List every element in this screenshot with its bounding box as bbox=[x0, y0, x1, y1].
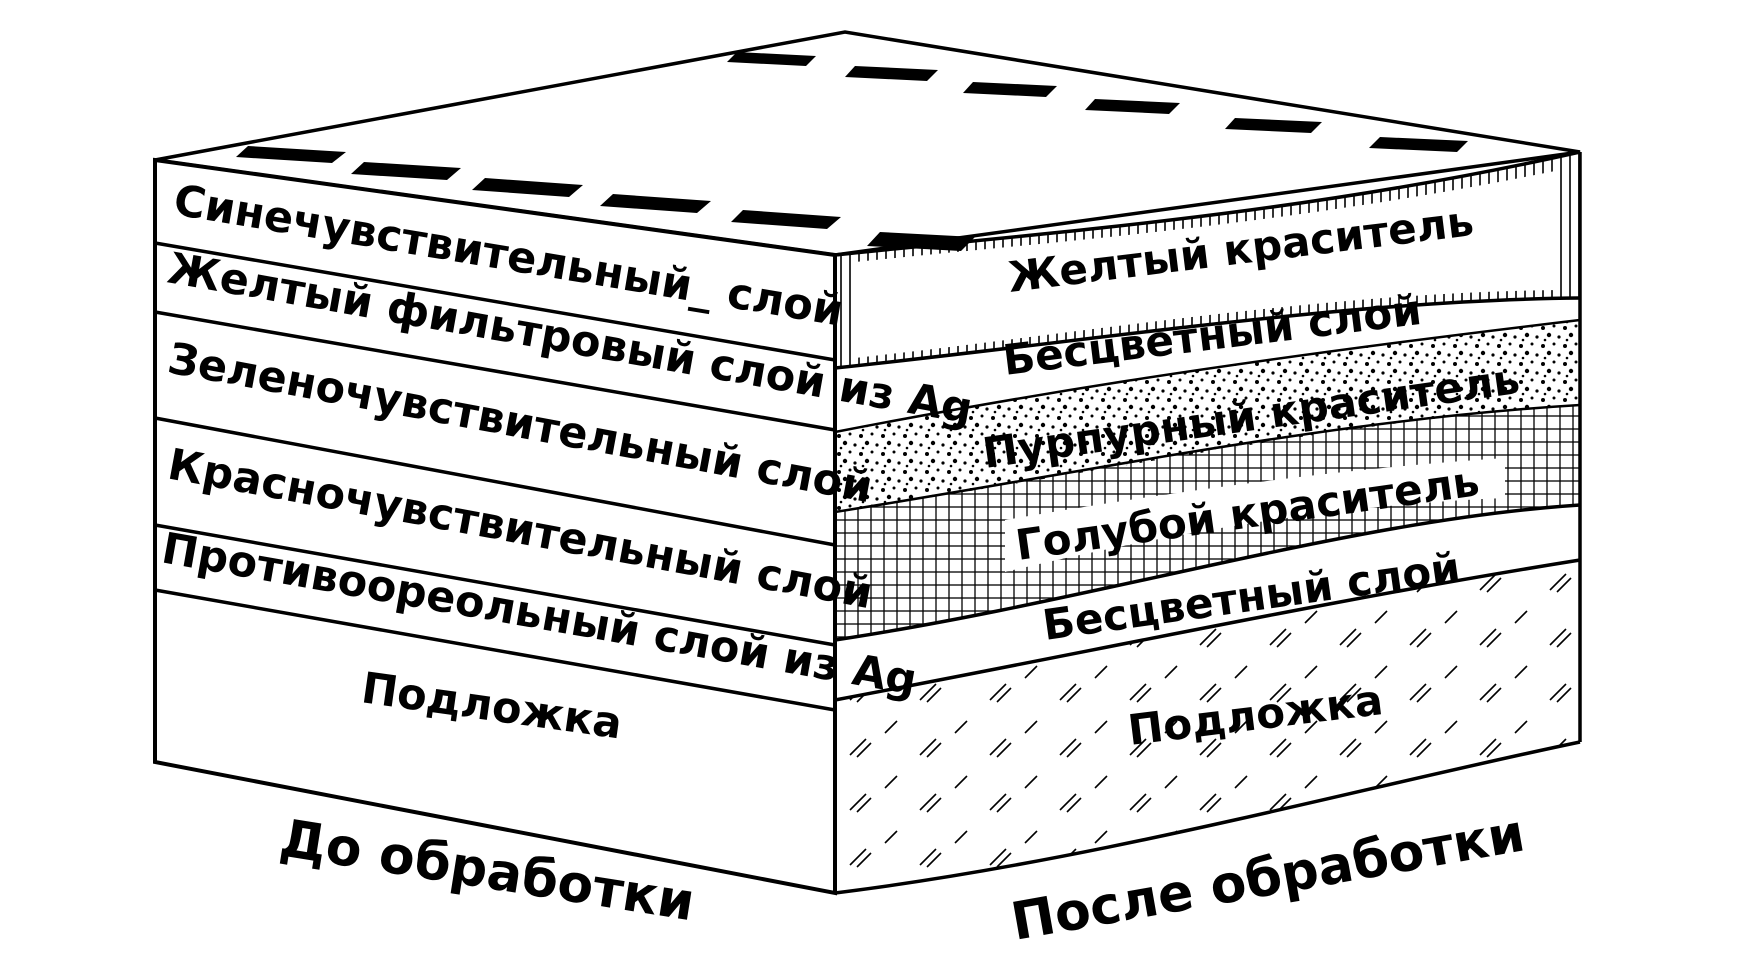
colorless-layer-fill bbox=[855, 170, 1560, 358]
perforation-hole bbox=[472, 178, 583, 197]
perforation-hole bbox=[1085, 99, 1180, 114]
perforation-hole bbox=[1369, 137, 1468, 152]
perforation-hole bbox=[963, 82, 1057, 97]
perforation-hole bbox=[845, 66, 938, 81]
perforation-hole bbox=[731, 210, 841, 229]
perforation-holes bbox=[236, 52, 1468, 251]
perforation-hole bbox=[236, 146, 346, 163]
base-layer-fill bbox=[835, 560, 1580, 893]
perforation-hole bbox=[1225, 118, 1322, 133]
perforation-hole bbox=[351, 162, 461, 180]
perforation-hole bbox=[600, 194, 711, 213]
cyan-label-clear-area bbox=[1005, 458, 1505, 572]
magenta-dye-layer-fill bbox=[835, 320, 1580, 512]
perforation-hole bbox=[727, 52, 816, 66]
